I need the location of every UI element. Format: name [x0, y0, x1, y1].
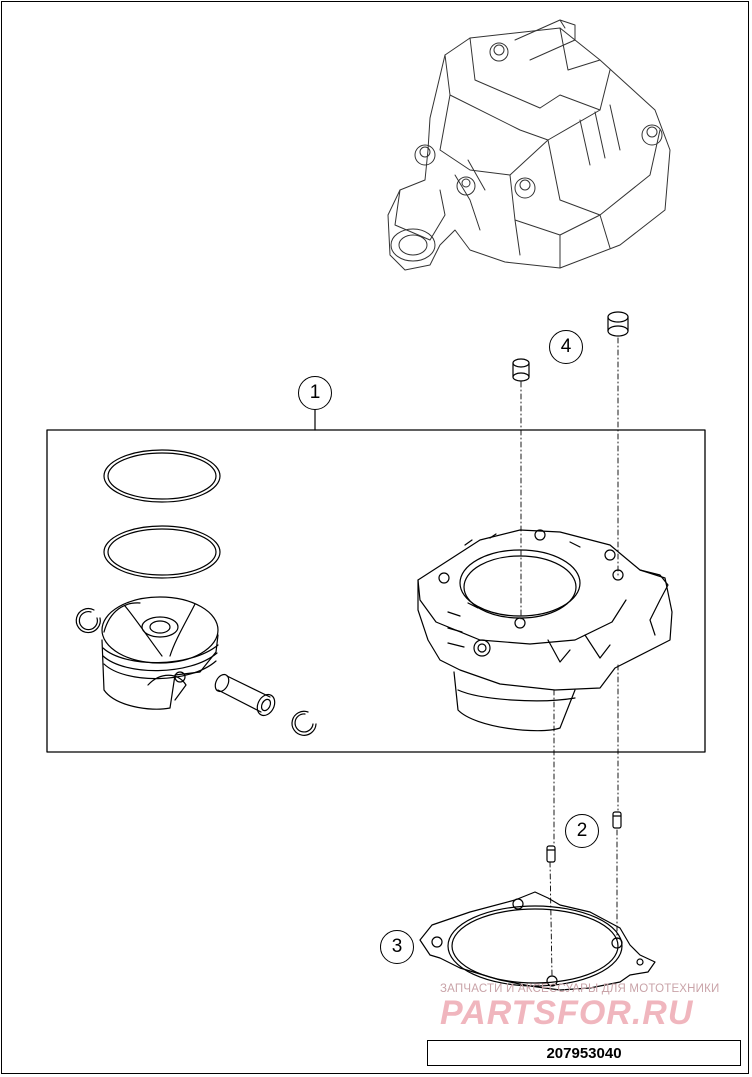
callout-4: 4 — [549, 330, 583, 364]
piston-pin-drawing — [214, 673, 276, 717]
cylinder-head-drawing — [387, 19, 671, 271]
cylinder-drawing — [417, 529, 673, 732]
circlip-right — [291, 710, 317, 736]
piston-drawing — [101, 596, 219, 710]
callout-2: 2 — [565, 814, 599, 848]
dowel-sleeve-right — [607, 311, 629, 337]
piston-kit-box — [46, 429, 706, 753]
circlip-left — [75, 607, 101, 634]
dowel-pin-left — [546, 845, 556, 863]
dowel-pin-right — [612, 811, 622, 829]
alignment-lines — [520, 337, 619, 976]
cylinder-base-gasket — [419, 891, 656, 991]
watermark-brand: PARTSFOR.RU — [440, 994, 694, 1032]
part-number-label: 207953040 — [427, 1040, 741, 1066]
callout-3: 3 — [380, 930, 414, 964]
piston-ring-top — [103, 449, 221, 503]
callout-1: 1 — [298, 376, 332, 410]
piston-ring-second — [103, 525, 221, 579]
part-number-text: 207953040 — [546, 1044, 622, 1062]
watermark-tagline: ЗАПЧАСТИ И АКСЕССУАРЫ ДЛЯ МОТОТЕХНИКИ — [440, 983, 720, 995]
dowel-sleeve-left — [512, 358, 530, 382]
